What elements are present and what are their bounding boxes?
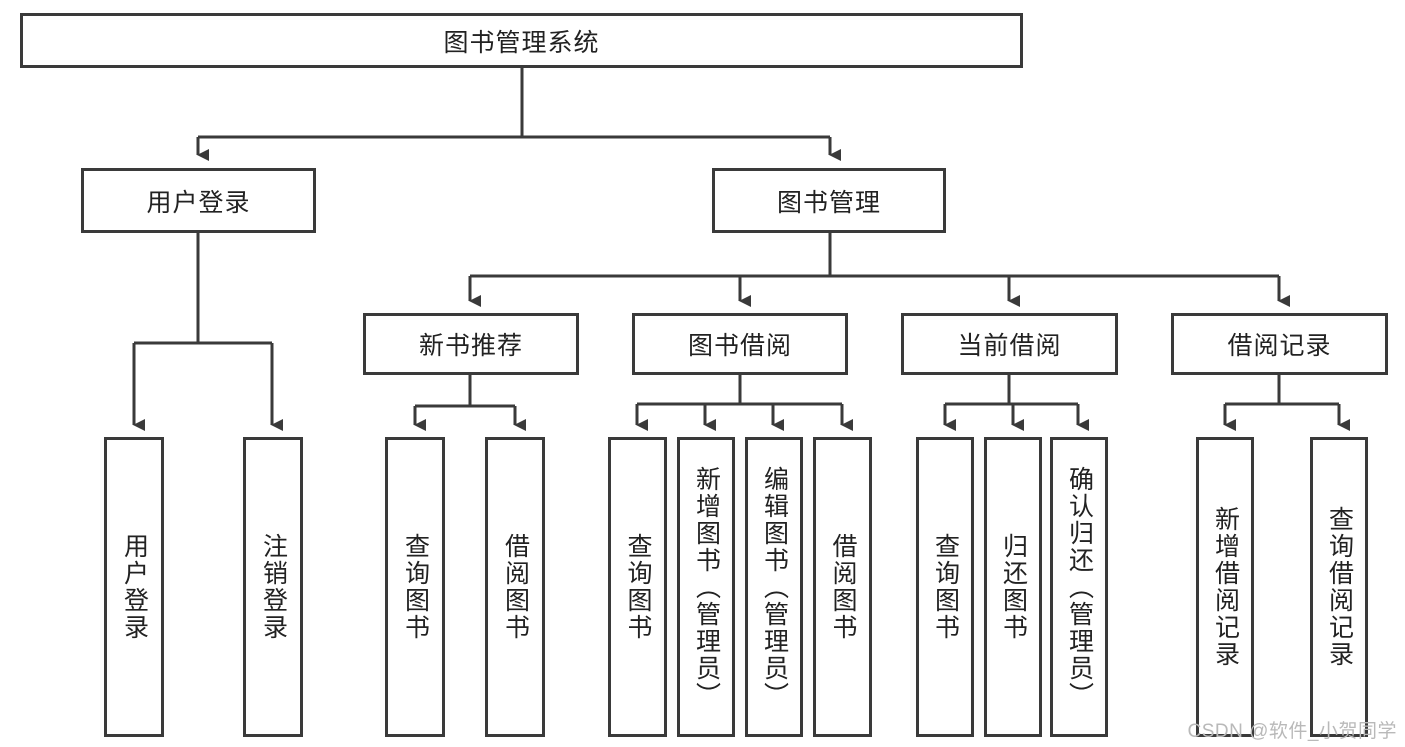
leaf-box-query-book-new[interactable] — [385, 437, 445, 737]
node-user-login-box[interactable] — [81, 168, 316, 233]
leaf-box-confirm-return-admin[interactable] — [1050, 437, 1108, 737]
leaf-box-user-logout[interactable] — [243, 437, 303, 737]
leaf-box-return-book[interactable] — [984, 437, 1042, 737]
node-borrow-record-box[interactable] — [1171, 313, 1388, 375]
leaf-box-borrow-book-new[interactable] — [485, 437, 545, 737]
leaf-box-add-borrow-record[interactable] — [1196, 437, 1254, 737]
leaf-box-borrow-book[interactable] — [813, 437, 872, 737]
leaf-box-query-book-current[interactable] — [916, 437, 974, 737]
leaf-box-add-book-admin[interactable] — [677, 437, 735, 737]
node-root-box[interactable] — [20, 13, 1023, 68]
leaf-box-query-borrow-record[interactable] — [1310, 437, 1368, 737]
leaf-box-query-book-borrow[interactable] — [608, 437, 667, 737]
node-book-borrow-box[interactable] — [632, 313, 848, 375]
leaf-box-edit-book-admin[interactable] — [745, 437, 803, 737]
node-new-book-rec-box[interactable] — [363, 313, 579, 375]
node-book-manage-box[interactable] — [712, 168, 946, 233]
leaf-box-user-login[interactable] — [104, 437, 164, 737]
node-current-borrow-box[interactable] — [901, 313, 1118, 375]
